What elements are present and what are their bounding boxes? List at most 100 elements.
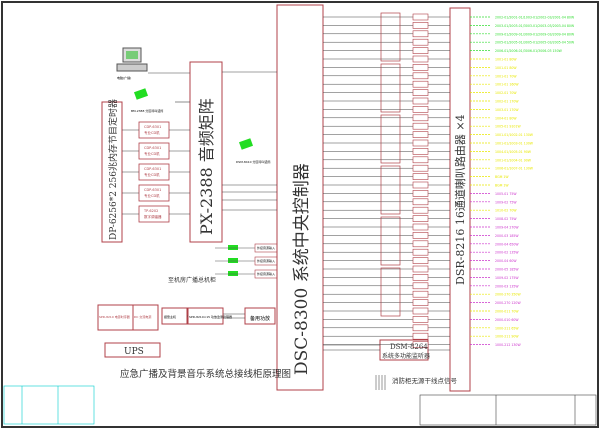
output-label: 1000-212 130W (495, 343, 521, 347)
amplifier-box (412, 274, 429, 281)
output-label: 1004-01 80W (495, 116, 517, 120)
matrix-box (189, 61, 223, 243)
amplifier-box (412, 265, 429, 273)
monitor-model: DSM-8264 (390, 343, 428, 351)
output-label: 2000-270 120W (495, 301, 521, 305)
amplifier-box (412, 139, 429, 147)
source-model: CDP-6301 (144, 167, 161, 171)
aux-input: 外接音源输入 (215, 269, 278, 279)
alarm-label: 报警主机 (164, 314, 176, 319)
output-channel: 1000-211 90W (323, 332, 519, 340)
paging-mic2-icon (238, 138, 254, 150)
pc-label: 电脑(广播) (117, 75, 131, 80)
output-label: 1009-02 175W (495, 276, 519, 280)
output-label: BGM 1W (495, 184, 509, 188)
amplifier-box (412, 38, 429, 46)
amplifier-box (412, 55, 429, 63)
amplifier-box (412, 282, 429, 290)
monitor-name: 系统多功能监听器 (382, 352, 430, 360)
amplifier-box (412, 257, 429, 264)
amplifier-box (412, 30, 429, 38)
source-name: 专业CD机 (144, 172, 160, 177)
output-label: 2000-04 60W (495, 259, 517, 263)
amplifier-box (412, 206, 429, 214)
output-label: 2003-01/2003-01/3003-01/2003-03/2003-04 … (495, 24, 575, 28)
router-box (449, 7, 471, 392)
output-channel: 2000-04 60W (323, 257, 517, 264)
output-label: 2006-01/2006-01/3006-01/3006-03 150W (495, 49, 563, 53)
output-label: 2000-011 70W (495, 310, 519, 314)
amp-group-box (380, 114, 401, 164)
source-model: TP-6202 (143, 209, 158, 213)
fire-signal: 消防柜无源干线点信号 (392, 376, 458, 385)
backup-amp-box (244, 307, 276, 325)
output-channel: 1009-04 270W (323, 223, 519, 231)
output-label: 1000-211 90W (495, 335, 519, 339)
source-name: 专业CD机 (144, 130, 160, 135)
amplifier-box (412, 156, 429, 164)
amp-group-box (380, 216, 401, 266)
output-label: 1001-01/1003-01 130W (495, 142, 534, 146)
output-channel: 2000-03 185W (323, 232, 519, 239)
amplifier-box (412, 324, 429, 332)
output-channel: BGM 1W (323, 173, 509, 180)
amplifier-box (412, 173, 429, 180)
output-label: 1009-04 270W (495, 226, 519, 230)
controller-label: DSC-8300 系统中央控制器 (292, 163, 312, 375)
output-channel: 1009-02 75W (323, 198, 517, 206)
output-label: 1009-02 75W (495, 200, 517, 204)
amplifier-box (412, 307, 429, 315)
router-label: DSR-8216 16通道喇叭路由器 ×4 (453, 114, 467, 285)
output-channel: 2005-01/2005-01/3005-01/2005-03/2005-04 … (323, 38, 575, 46)
paging-mic-icon (133, 88, 149, 100)
output-channel: 1001-01/1004-01 90W (323, 156, 532, 164)
aux-input-label: 外接音源输入 (257, 258, 275, 263)
source-model: CDP-6301 (144, 146, 161, 150)
paging-mic-label: BM-2388 分区呼叫话筒 (131, 108, 163, 113)
power-dist-box (132, 304, 159, 331)
output-label: 2002-01/2001-01/1003-01/2002-03/2001-04 … (495, 16, 575, 20)
output-label: BGM 1W (495, 175, 509, 179)
output-label: 1004-01/1005-01 90W (495, 150, 532, 154)
output-label: 1001-01/1002-01 130W (495, 133, 534, 137)
amplifier-box (412, 64, 429, 71)
aux-input: 外接音源输入 (215, 256, 278, 266)
output-label: 1005-01 9101W (495, 125, 521, 129)
output-label: 1001-01 70W (495, 74, 517, 78)
output-label: 1006-01/1007-01 130W (495, 167, 534, 171)
output-label: 2005-01/2005-01/3005-01/2005-03/2005-04 … (495, 41, 575, 45)
amp-group-box (380, 267, 401, 317)
output-channel: 1001-01 70W (323, 72, 517, 80)
output-channel: 1003-01 170W (323, 106, 519, 113)
amplifier-box (412, 198, 429, 206)
output-channel: 2000-270 350W (323, 290, 521, 298)
output-label: 2000-03 185W (495, 234, 519, 238)
output-channel: BGM 1W (323, 181, 509, 189)
amplifier-box (412, 290, 429, 298)
amplifier-box (412, 223, 429, 231)
source-model: CDP-6301 (144, 188, 161, 192)
amplifier-box (412, 89, 429, 96)
output-label: 2000-270 350W (495, 293, 521, 297)
amp-group-box (380, 63, 401, 113)
output-channel: 2000-04 650W (323, 240, 519, 248)
amplifier-box (412, 240, 429, 248)
matrix-label: PX-2388 音频矩阵 (197, 98, 216, 235)
amplifier-box (412, 106, 429, 113)
diagram-title: 应急广播及背景音乐系统总接线柜原理图 (120, 368, 291, 380)
output-channel: 1004-01 80W (323, 114, 517, 122)
power-dist-label: DC 交流电源 (134, 314, 151, 319)
paging-mic2-label: DSM-8410 分区呼叫话筒 (236, 159, 270, 164)
output-channel: 1001-01 80W (323, 64, 517, 71)
amplifier-box (412, 215, 429, 222)
source-model: CDP-6301 (144, 125, 161, 129)
output-channel: 2003-01/2003-01/3003-01/2003-03/2003-04 … (323, 22, 575, 29)
output-label: 1001-01 80W (495, 58, 517, 62)
amplifier-box (412, 80, 429, 88)
output-label: 2000-02 135W (495, 251, 519, 255)
output-label: 2000-03 135W (495, 284, 519, 288)
amplifier-box (412, 22, 429, 29)
output-channel: 2000-270 120W (323, 299, 521, 306)
